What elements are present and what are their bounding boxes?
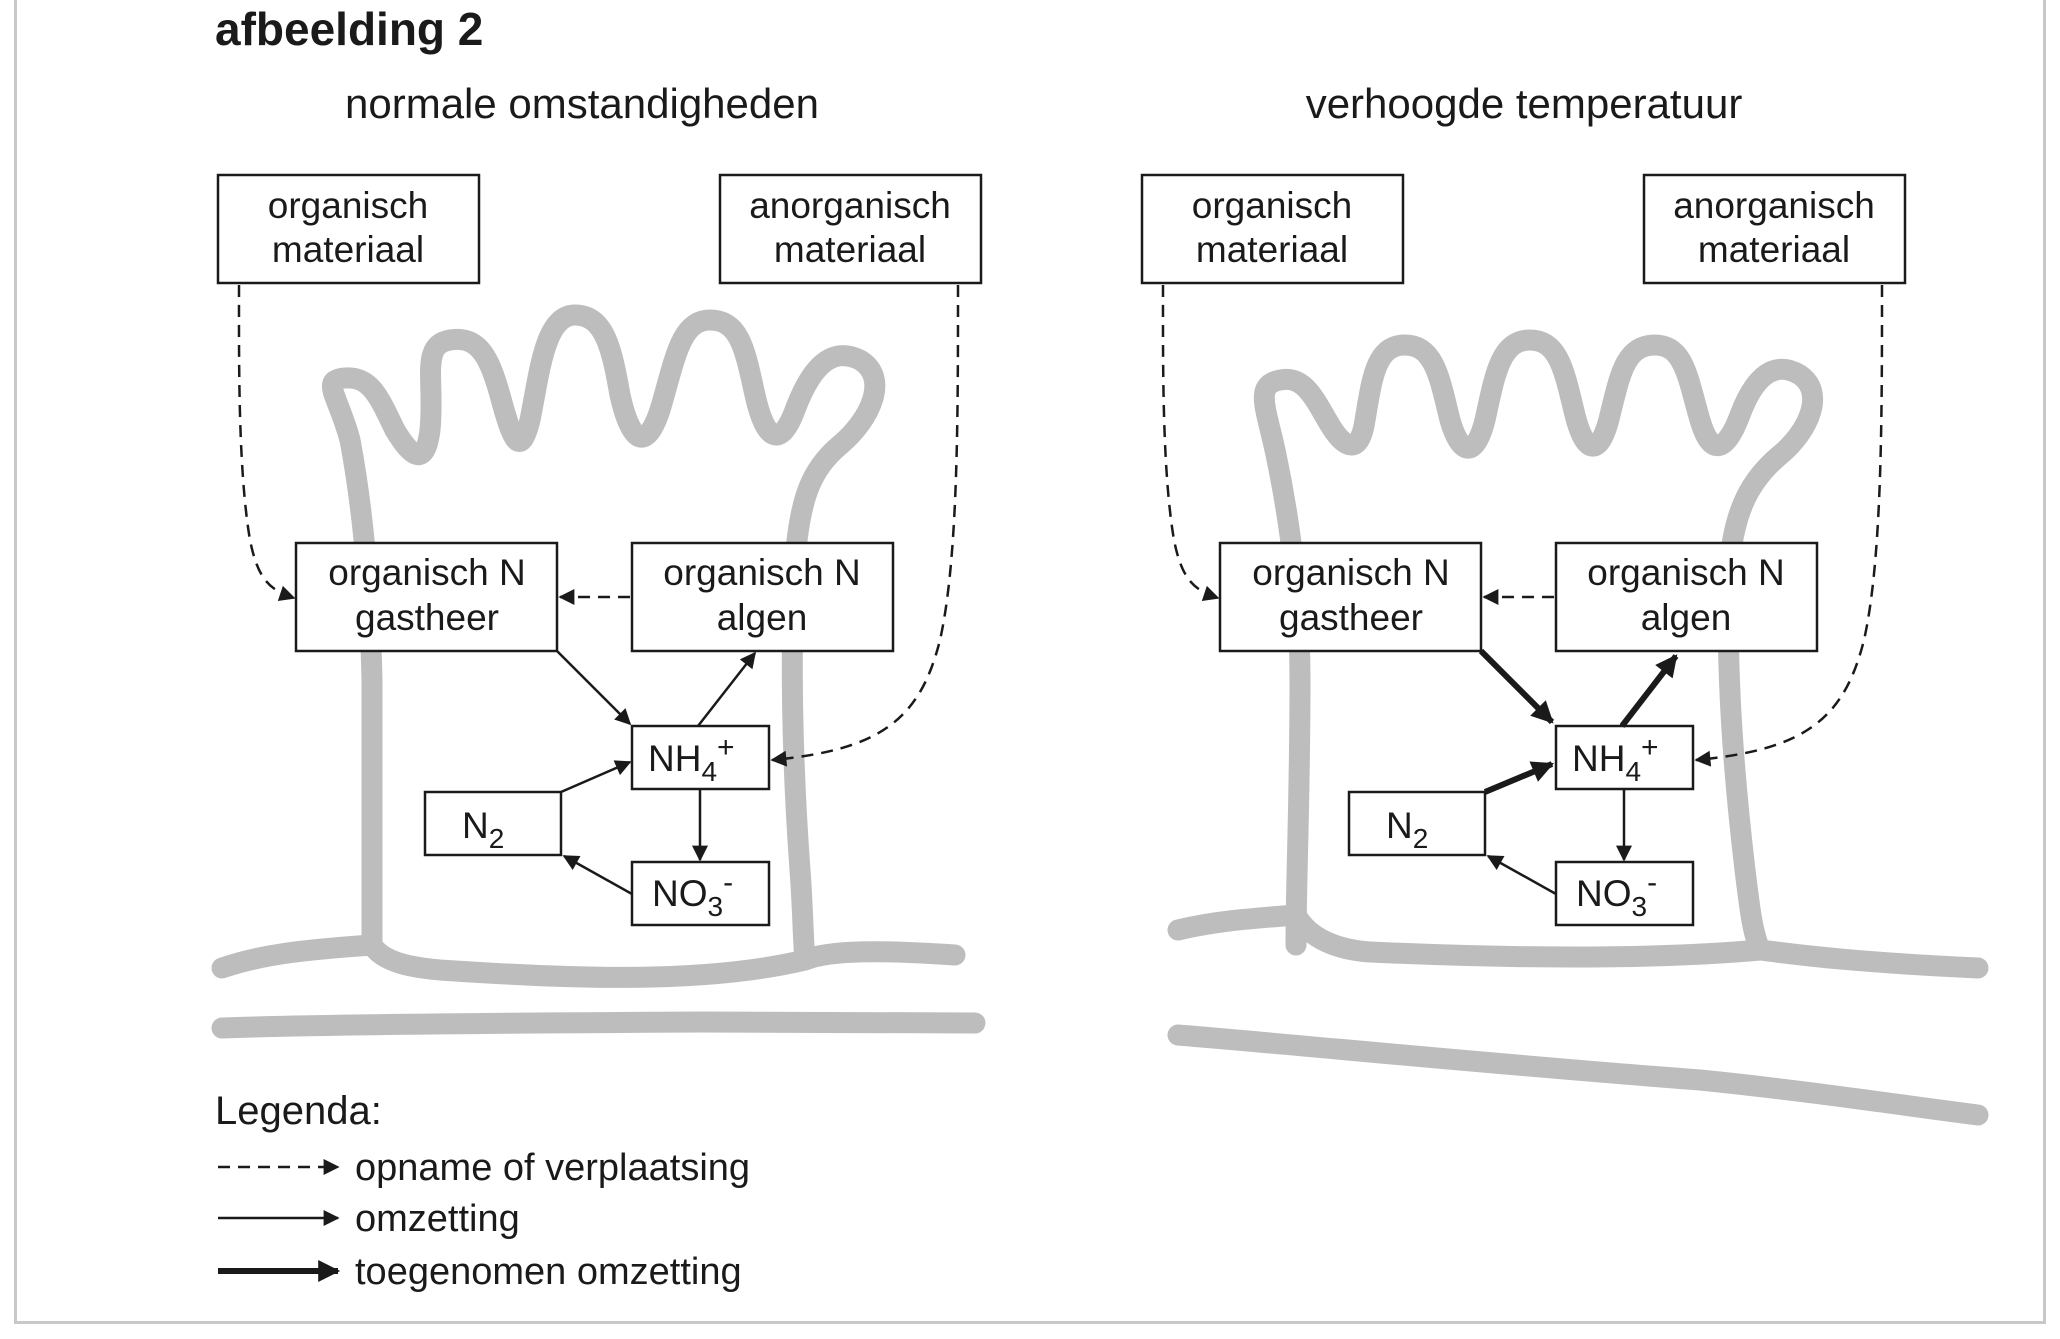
figure-frame (14, 0, 2046, 1324)
label-no3-normal: NO3- (652, 866, 733, 922)
box-anorganisch-materiaal-temperature (1642, 173, 1907, 285)
box-organisch-n-gastheer-normal (294, 541, 559, 653)
arrow-opname-organisch-normal (237, 284, 296, 602)
label-n2-normal: N2 (462, 805, 504, 854)
arrow-nh4-to-algen-normal (697, 651, 756, 727)
legend: Legenda: opname of verplaatsing omzettin… (215, 1089, 750, 1293)
label-organisch-n-gastheer-1: organisch N (1252, 552, 1449, 593)
label-organisch-n-algen-1: organisch N (1587, 552, 1784, 593)
nh4-sup: + (1641, 731, 1659, 764)
box-organisch-n-algen-temperature (1554, 541, 1819, 653)
arrow-n2-to-nh4-normal (560, 760, 632, 794)
box-n2-normal (423, 790, 563, 857)
label-no3-temperature: NO3- (1576, 866, 1657, 922)
box-organisch-materiaal-temperature (1140, 173, 1405, 285)
legend-label-thick: toegenomen omzetting (355, 1251, 742, 1293)
label-organisch-n-algen-2: algen (717, 597, 808, 638)
tissue-base-temperature (1167, 904, 1989, 979)
label-organisch-materiaal-1: organisch (1192, 185, 1352, 226)
no3-sup: - (1647, 866, 1657, 899)
legend-title: Legenda: (215, 1089, 382, 1133)
arrow-gastheer-to-nh4-normal (556, 650, 632, 726)
box-nh4-normal (630, 724, 771, 791)
label-nh4-normal: NH4+ (648, 731, 735, 787)
label-organisch-n-algen-2: algen (1641, 597, 1732, 638)
label-organisch-materiaal-2: materiaal (272, 229, 424, 270)
arrow-opname-anorganisch-temperature (1694, 284, 1884, 767)
tissue-bottom-normal (211, 1011, 986, 1039)
no3-base: NO (1576, 873, 1632, 914)
label-organisch-n-gastheer-2: gastheer (1279, 597, 1423, 638)
nh4-base: NH (648, 738, 701, 779)
figure-title: afbeelding 2 (215, 3, 484, 55)
panel-normal: normale omstandigheden organisch materia… (211, 80, 986, 1039)
arrow-no3-to-n2-normal (562, 854, 633, 896)
arrow-no3-to-n2-temperature (1486, 854, 1557, 896)
legend-label-dashed: opname of verplaatsing (355, 1147, 750, 1189)
nh4-sub: 4 (701, 756, 717, 787)
box-n2-temperature (1347, 790, 1487, 857)
tissue-bottom-temperature (1167, 1024, 1989, 1126)
label-organisch-materiaal-2: materiaal (1196, 229, 1348, 270)
nh4-base: NH (1572, 738, 1625, 779)
no3-base: NO (652, 873, 708, 914)
no3-sub: 3 (708, 891, 724, 922)
label-organisch-n-gastheer-2: gastheer (355, 597, 499, 638)
panel-title-temperature: verhoogde temperatuur (1306, 80, 1743, 127)
legend-label-thin: omzetting (355, 1198, 520, 1240)
label-anorganisch-materiaal-1: anorganisch (749, 185, 951, 226)
box-organisch-n-algen-normal (630, 541, 895, 653)
n2-base: N (1386, 805, 1413, 846)
label-anorganisch-materiaal-2: materiaal (1698, 229, 1850, 270)
panel-temperature: verhoogde temperatuur organisch materiaa… (1140, 80, 1989, 1126)
label-anorganisch-materiaal-2: materiaal (774, 229, 926, 270)
label-organisch-n-gastheer-1: organisch N (328, 552, 525, 593)
label-nh4-temperature: NH4+ (1572, 731, 1659, 787)
tissue-base-left-normal (211, 934, 966, 988)
panel-title-normal: normale omstandigheden (345, 80, 819, 127)
arrow-opname-anorganisch-normal (770, 284, 960, 767)
box-organisch-materiaal-normal (216, 173, 481, 285)
box-anorganisch-materiaal-normal (718, 173, 983, 285)
arrow-n2-to-nh4-temperature (1483, 761, 1555, 795)
arrow-gastheer-to-nh4-temperature (1478, 648, 1555, 725)
arrow-opname-organisch-temperature (1161, 284, 1220, 602)
box-organisch-n-gastheer-temperature (1218, 541, 1483, 653)
n2-sub: 2 (489, 823, 505, 854)
coral-tissue-temperature (1253, 329, 1824, 961)
n2-sub: 2 (1413, 823, 1429, 854)
coral-tissue-normal (322, 304, 886, 971)
label-n2-temperature: N2 (1386, 805, 1428, 854)
label-organisch-n-algen-1: organisch N (663, 552, 860, 593)
no3-sub: 3 (1632, 891, 1648, 922)
arrow-nh4-to-algen-temperature (1619, 654, 1679, 728)
nh4-sub: 4 (1625, 756, 1641, 787)
label-anorganisch-materiaal-1: anorganisch (1673, 185, 1875, 226)
no3-sup: - (723, 866, 733, 899)
nh4-sup: + (717, 731, 735, 764)
n2-base: N (462, 805, 489, 846)
label-organisch-materiaal-1: organisch (268, 185, 428, 226)
